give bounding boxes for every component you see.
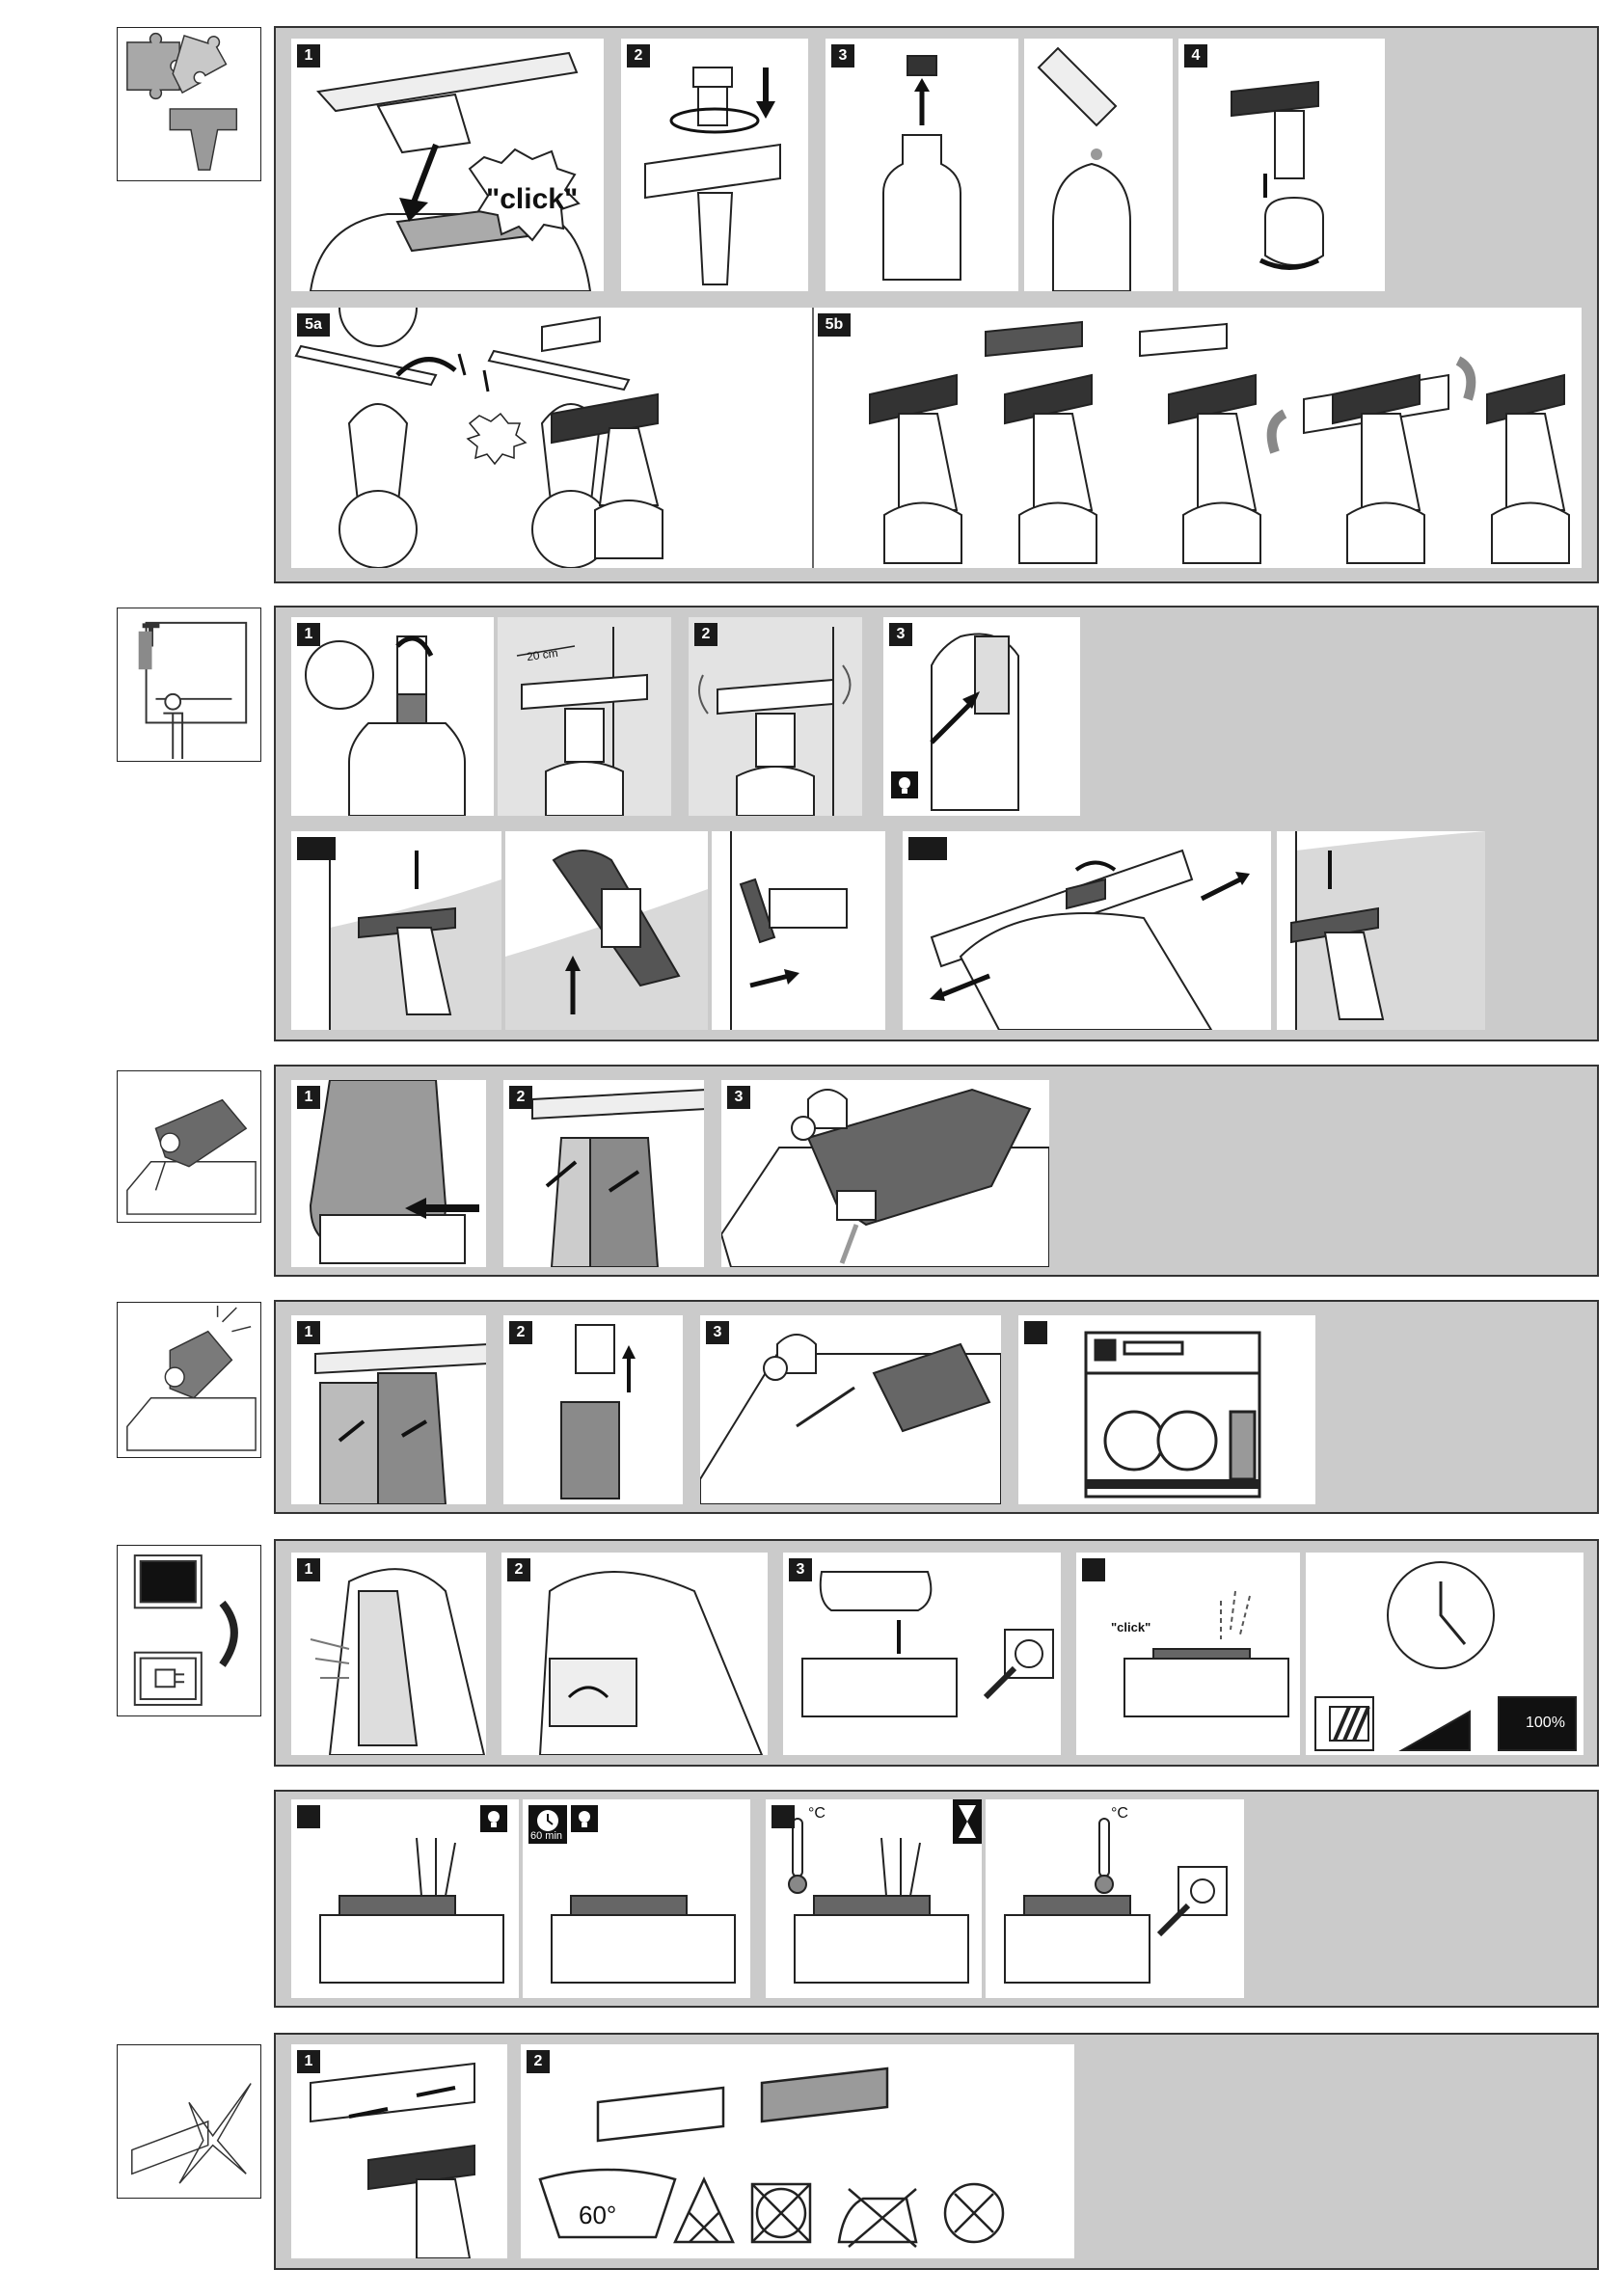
charging-step-1: 1	[291, 1553, 486, 1755]
step-number: 2	[627, 44, 650, 68]
usage-step-5b	[1277, 831, 1485, 1030]
emptying-icon	[117, 1070, 261, 1223]
charging-step-4: "click"	[1076, 1553, 1300, 1755]
status-step-3: °C	[766, 1799, 982, 1998]
status-step-2: 60 min	[523, 1799, 750, 1998]
step-number: 1	[297, 2050, 320, 2073]
emptying-step-3: 3	[721, 1080, 1049, 1267]
usage-step-2: 2	[689, 617, 862, 816]
clock-icon	[528, 1805, 567, 1844]
assembly-icon	[117, 27, 261, 181]
step-number: 1	[297, 1558, 320, 1581]
cleaning-icon	[117, 1302, 261, 1458]
step-number-blank	[908, 837, 947, 860]
usage-step-4b	[505, 831, 708, 1030]
status-step-1	[291, 1799, 519, 1998]
usage-step-1b: 20 cm	[498, 617, 671, 816]
step-number: 2	[509, 1321, 532, 1344]
timer-label: 60 min	[530, 1830, 563, 1842]
care-icon	[117, 2044, 261, 2199]
step-number-blank	[1024, 1321, 1047, 1344]
assembly-step-4: 4	[1178, 39, 1385, 291]
assembly-step-3a: 3	[826, 39, 1018, 291]
step-number: 1	[297, 1086, 320, 1109]
step-number: 3	[727, 1086, 750, 1109]
cleaning-step-4	[1018, 1315, 1315, 1504]
emptying-step-2: 2	[503, 1080, 704, 1267]
battery-full-label: 100%	[1526, 1715, 1565, 1731]
charging-step-5: 100%	[1306, 1553, 1583, 1755]
usage-step-1a: 1	[291, 617, 494, 816]
care-step-2: 2 60°	[521, 2044, 1074, 2258]
charging-step-3: 3	[783, 1553, 1061, 1755]
step-number: 3	[789, 1558, 812, 1581]
cleaning-step-1: 1	[291, 1315, 486, 1504]
usage-step-4a	[291, 831, 501, 1030]
assembly-step-3b	[1024, 39, 1173, 291]
click-label: "click"	[486, 183, 579, 215]
step-number: 1	[297, 1321, 320, 1344]
step-number: 2	[694, 623, 717, 646]
hourglass-icon	[953, 1799, 982, 1844]
wash-temp-label: 60°	[579, 2201, 617, 2229]
wash-60-icon	[538, 2168, 677, 2239]
cleaning-step-3: 3	[700, 1315, 1001, 1504]
emptying-step-1: 1	[291, 1080, 486, 1267]
charging-step-2: 2	[501, 1553, 768, 1755]
assembly-step-2: 2	[621, 39, 808, 291]
assembly-step-5: 5a 5b	[291, 308, 1582, 568]
step-number-blank	[1082, 1558, 1105, 1581]
celsius-label: °C	[1111, 1805, 1128, 1822]
usage-icon	[117, 608, 261, 762]
click-label: "click"	[1111, 1620, 1151, 1634]
step-number: 2	[507, 1558, 530, 1581]
step-number: 3	[831, 44, 854, 68]
care-step-1: 1	[291, 2044, 507, 2258]
step-number: 3	[706, 1321, 729, 1344]
step-number: 5b	[818, 313, 851, 337]
lamp-icon	[571, 1805, 598, 1832]
step-number-blank	[297, 1805, 320, 1828]
celsius-label: °C	[808, 1805, 826, 1822]
charging-icon	[117, 1545, 261, 1716]
assembly-step-1: 1 "click"	[291, 39, 604, 291]
step-number: 3	[889, 623, 912, 646]
step-number-blank	[297, 837, 336, 860]
step-number: 1	[297, 623, 320, 646]
step-number: 2	[509, 1086, 532, 1109]
lamp-icon	[891, 771, 918, 798]
usage-step-4c	[712, 831, 885, 1030]
usage-step-5a	[903, 831, 1271, 1030]
step-number: 4	[1184, 44, 1207, 68]
step-number-blank	[771, 1805, 795, 1828]
lamp-icon	[480, 1805, 507, 1832]
step-number: 1	[297, 44, 320, 68]
cleaning-step-2: 2	[503, 1315, 683, 1504]
divider	[812, 308, 814, 568]
step-number: 2	[527, 2050, 550, 2073]
step-number: 5a	[297, 313, 330, 337]
status-step-4: °C	[986, 1799, 1244, 1998]
thermometer-icon	[1098, 1818, 1110, 1877]
usage-step-3: 3	[883, 617, 1080, 816]
